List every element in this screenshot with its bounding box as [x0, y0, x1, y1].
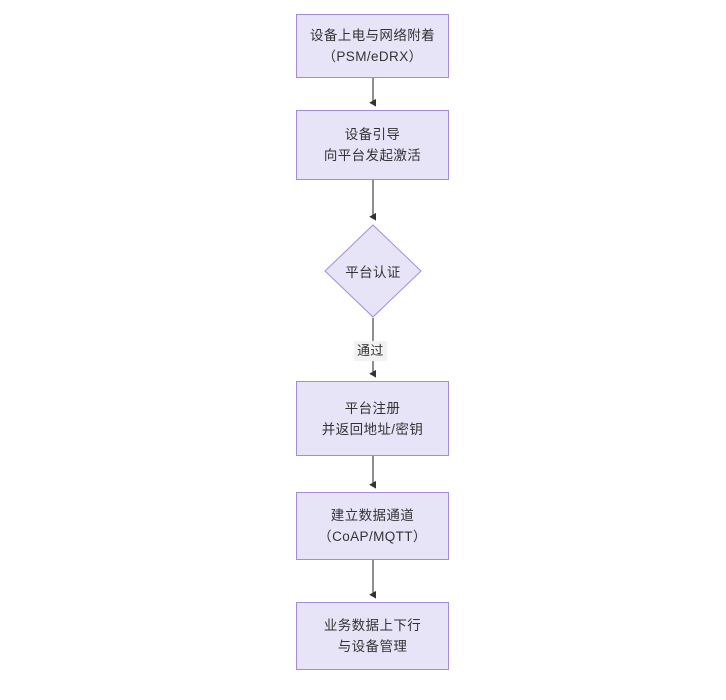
diamond-shape-icon	[324, 224, 422, 318]
node-line: 平台注册	[344, 400, 401, 416]
node-establish-data-channel[interactable]: 建立数据通道 （CoAP/MQTT）	[296, 492, 449, 560]
node-line: 向平台发起激活	[323, 148, 422, 163]
node-line: 设备上电与网络附着	[309, 28, 436, 43]
node-line: 并返回地址/密钥	[321, 421, 424, 437]
node-business-data-and-device-management[interactable]: 业务数据上下行 与设备管理	[296, 602, 449, 670]
edge-label-pass: 通过	[354, 341, 387, 361]
node-line: 与设备管理	[337, 639, 408, 654]
node-platform-registration[interactable]: 平台注册 并返回地址/密钥	[296, 381, 449, 456]
node-line: 平台认证	[345, 265, 401, 280]
node-line: 设备引导	[344, 127, 401, 142]
node-platform-authentication[interactable]: 平台认证	[324, 224, 422, 318]
node-device-power-on[interactable]: 设备上电与网络附着 （PSM/eDRX）	[296, 14, 449, 78]
node-line: 建立数据通道	[330, 508, 415, 523]
node-line: （CoAP/MQTT）	[318, 529, 427, 544]
node-device-bootstrap[interactable]: 设备引导 向平台发起激活	[296, 110, 449, 180]
node-line: 业务数据上下行	[323, 618, 422, 633]
node-line: （PSM/eDRX）	[322, 49, 423, 64]
